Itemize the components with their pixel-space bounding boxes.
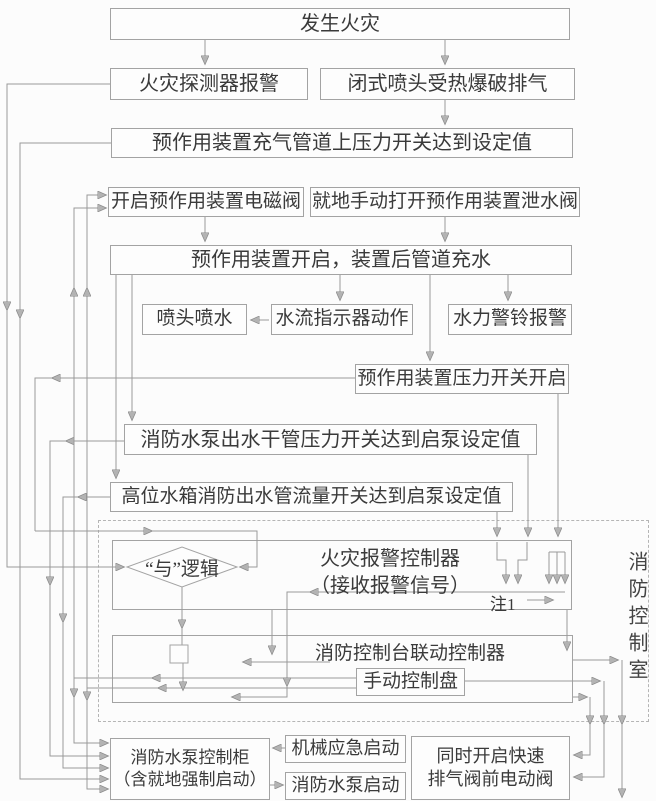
node-and-logic: “与”逻辑 [145,558,219,580]
node-device-pressure-switch: 预作用装置压力开关开启 [355,364,569,394]
linkage-controller-label: 消防控制台联动控制器 [314,643,505,664]
node-open-solenoid: 开启预作用装置电磁阀 [108,187,304,217]
node-sprinkler-spray: 喷头喷水 [142,304,247,335]
node-fire-alarm-controller [112,540,572,610]
and-logic-diamond [125,546,239,588]
node-sprinkler-burst: 闭式喷头受热爆破排气 [320,68,575,100]
node-detector-alarm: 火灾探测器报警 [110,68,308,100]
node-fire-occurs: 发生火灾 [110,8,570,40]
node-mechanical-start: 机械应急启动 [285,735,406,763]
node-pump-outlet-pressure: 消防水泵出水干管压力开关达到启泵设定值 [124,424,537,455]
control-room-boundary [98,520,649,722]
node-exhaust-valve: 同时开启快速 排气阀前电动阀 [411,736,570,800]
junction-box [169,644,189,664]
node-device-open: 预作用装置开启，装置后管道充水 [110,245,572,275]
node-pump-start: 消防水泵启动 [285,772,406,800]
node-manual-drain: 就地手动打开预作用装置泄水阀 [310,187,580,217]
fire-alarm-controller-label: 火灾报警控制器 （接收报警信号） [310,548,470,597]
node-hydraulic-bell: 水力警铃报警 [448,304,572,335]
node-flow-indicator: 水流指示器动作 [271,304,413,335]
node-pump-cabinet: 消防水泵控制柜 （含就地强制启动） [110,738,270,800]
node-manual-panel: 手动控制盘 [356,668,465,696]
node-tank-flow-switch: 高位水箱消防出水管流量开关达到启泵设定值 [110,482,513,512]
node-charge-pipe-pressure: 预作用装置充气管道上压力开关达到设定值 [111,128,573,158]
note-1: 注1 [490,595,516,614]
node-linkage-controller [112,635,573,703]
control-room-label: 消防控制室 [625,551,647,686]
